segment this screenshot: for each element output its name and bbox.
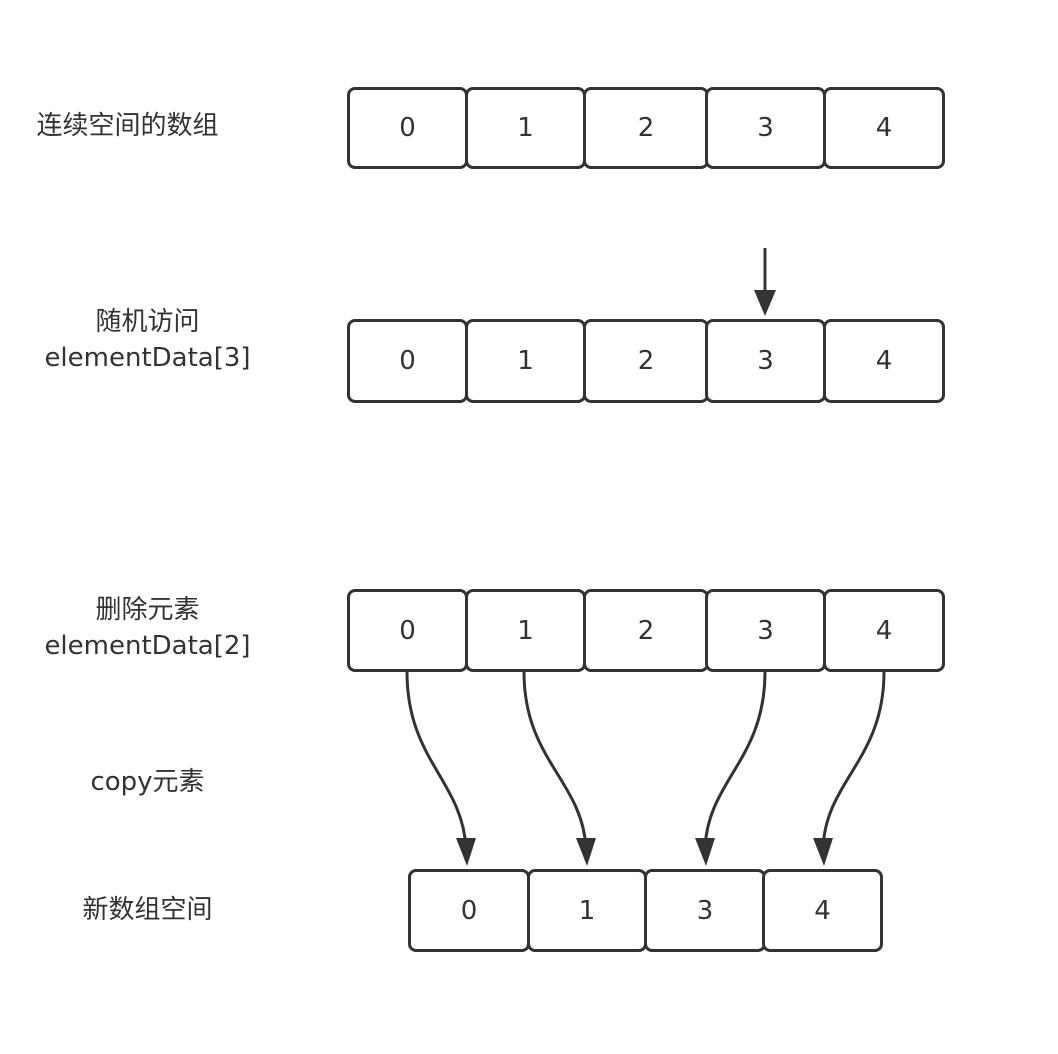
array-cell: 4 [823,319,945,403]
row1-label: 连续空间的数组 [36,111,219,141]
copy-arrow-1 [522,671,596,866]
row4-label: 新数组空间 [82,895,213,925]
access-pointer-arrow [754,248,776,316]
array-cell: 4 [762,869,883,952]
array-cell: 1 [465,319,586,403]
array-cell: 3 [705,589,826,672]
array-cell: 2 [583,87,709,169]
copy-label: copy元素 [90,767,205,797]
array-cell: 4 [823,589,945,672]
array-cell: 3 [644,869,766,952]
copy-arrow-4 [813,671,886,866]
array-cell: 1 [465,589,586,672]
array-cell: 0 [347,87,468,169]
row2-label-line1: 随机访问 [95,307,200,337]
array-cell: 0 [408,869,530,952]
array-cell: 1 [527,869,647,952]
array-cell: 0 [347,319,468,403]
copy-arrow-0 [405,671,476,866]
array-cell: 2 [583,319,709,403]
array-cell: 3 [705,319,826,403]
copy-arrow-3 [695,671,767,866]
row2-label-line2: elementData[3] [44,343,251,373]
row3-label-line2: elementData[2] [44,631,251,661]
row3-label-line1: 删除元素 [95,595,200,625]
array-cell: 4 [823,87,945,169]
array-cell: 0 [347,589,468,672]
